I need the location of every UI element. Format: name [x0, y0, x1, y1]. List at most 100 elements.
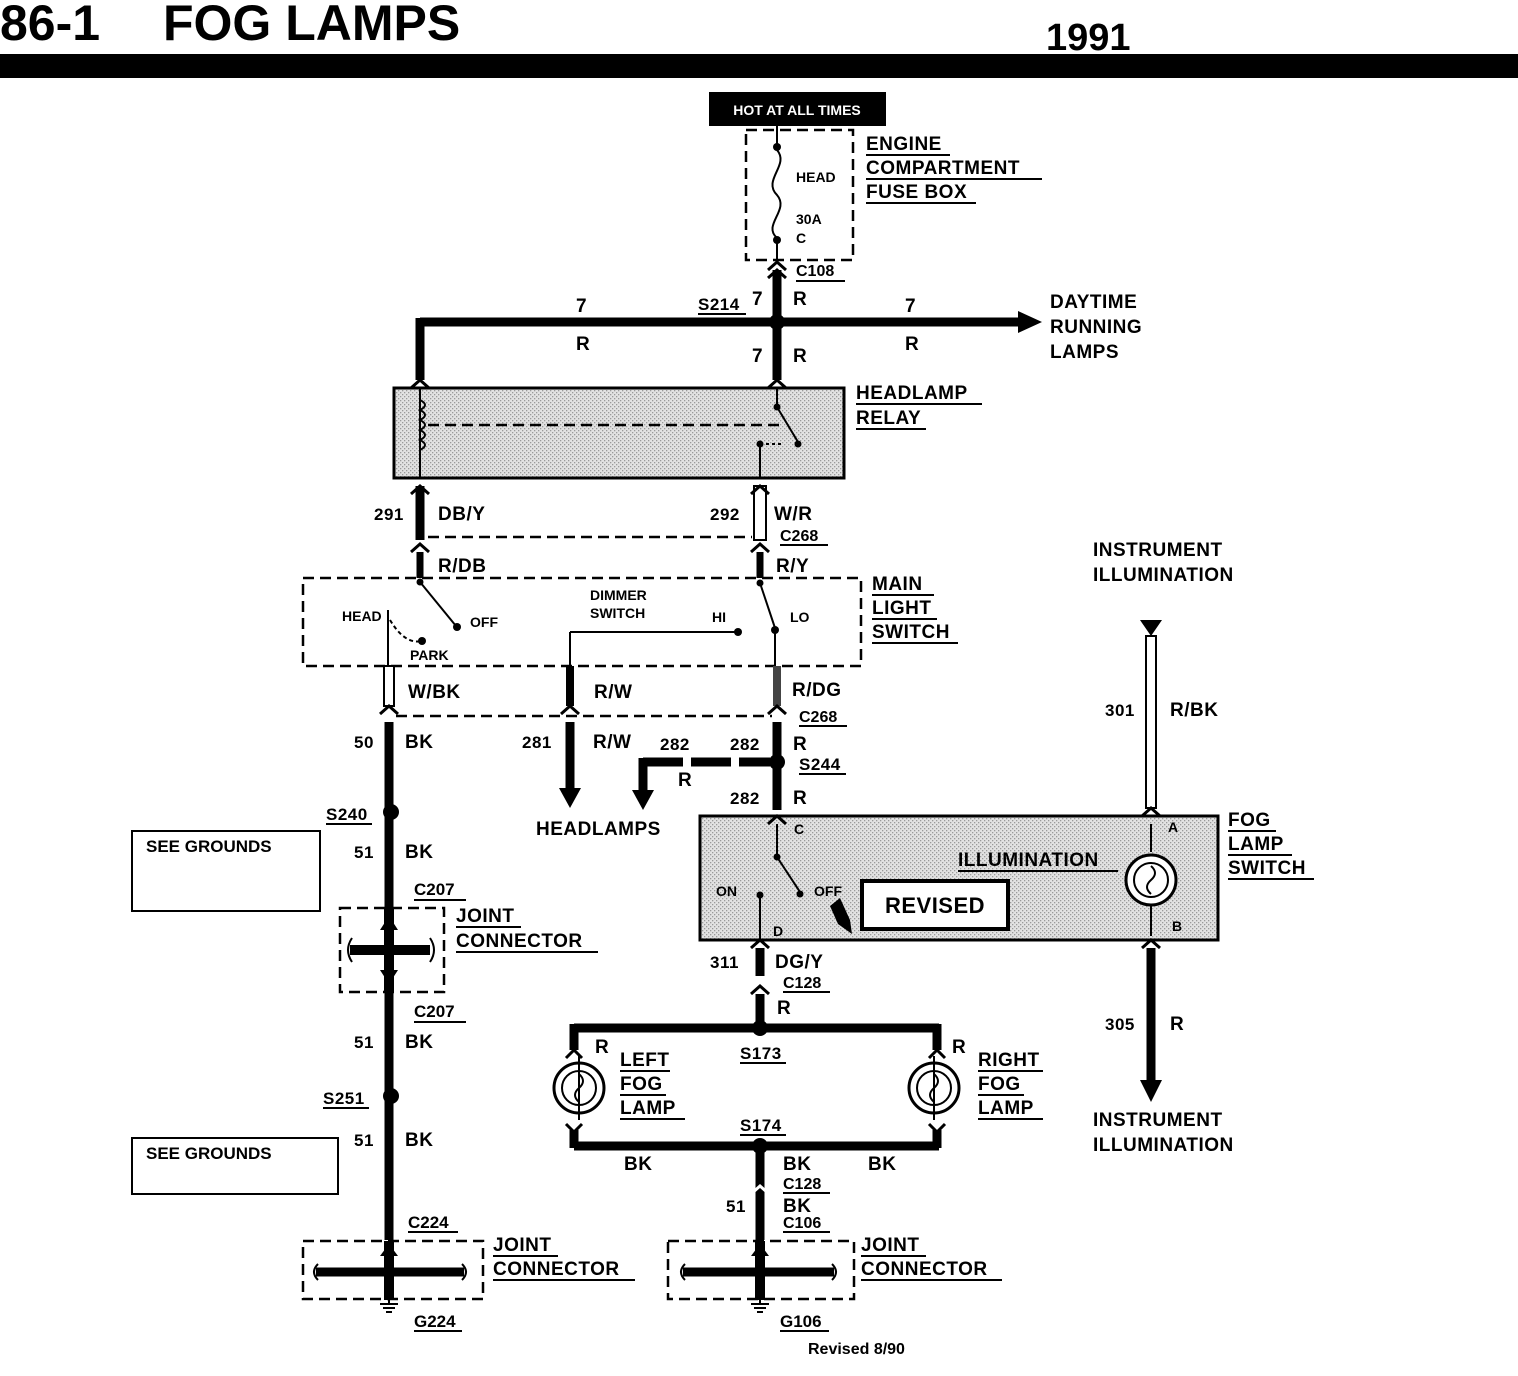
fuse-icon	[771, 126, 782, 262]
fls-label-2: LAMP	[1228, 834, 1284, 855]
wire-301	[1145, 635, 1157, 809]
mls-head-label: HEAD	[342, 608, 382, 624]
right-fog-label-2: FOG	[978, 1074, 1021, 1095]
mls-lo-label: LO	[790, 609, 810, 625]
fuse-box-label-1: ENGINE	[866, 134, 942, 155]
wire-305-color: R	[1170, 1014, 1184, 1035]
wire-311-color: DG/Y	[775, 952, 823, 973]
hot-label: HOT AT ALL TIMES	[733, 102, 861, 118]
c268-upper-label: C268	[780, 528, 818, 545]
fuse-box-label-3: FUSE BOX	[866, 182, 967, 203]
instr-bottom-arrow-icon	[1140, 1080, 1162, 1102]
joint1-label-2: CONNECTOR	[456, 931, 583, 952]
wire-7-fuse-color: R	[793, 289, 807, 310]
mls-dimmer-label-1: DIMMER	[590, 587, 647, 603]
left-fog-label-2: FOG	[620, 1074, 663, 1095]
wire-bk-center-label: BK	[783, 1154, 811, 1175]
s240-label: S240	[326, 805, 368, 824]
model-year: 1991	[1046, 17, 1131, 59]
wire-51d-color: BK	[783, 1196, 811, 1217]
see-grounds-1: SEE GROUNDS	[146, 837, 272, 856]
joint-connector-c207-icon	[347, 908, 435, 992]
wire-bk-right-label: BK	[868, 1154, 896, 1175]
s214-label: S214	[698, 295, 740, 314]
page-title: FOG LAMPS	[163, 0, 460, 51]
relay-connector-pins	[410, 377, 787, 390]
wire-301-color: R/BK	[1170, 700, 1218, 721]
wire-7-left-num: 7	[576, 296, 587, 317]
wire-292	[753, 485, 767, 541]
left-fog-label-3: LAMP	[620, 1098, 676, 1119]
fls-illumination-label: ILLUMINATION	[958, 850, 1099, 871]
wire-wbk-label: W/BK	[408, 682, 461, 703]
c268-lower-label: C268	[799, 709, 837, 726]
wire-wbk	[383, 665, 395, 707]
s251-label: S251	[323, 1089, 365, 1108]
section-number: 86-1	[0, 0, 100, 51]
drl-label-2: RUNNING	[1050, 317, 1142, 338]
dimmer-switch-icon	[569, 579, 779, 666]
wire-51a-color: BK	[405, 842, 433, 863]
c106-label: C106	[783, 1215, 821, 1232]
revision-footer: Revised 8/90	[808, 1341, 905, 1358]
wire-292-num: 292	[710, 505, 740, 524]
mls-park-label: PARK	[410, 647, 449, 663]
mls-label-3: SWITCH	[872, 622, 950, 643]
wire-r-leftlamp-label: R	[595, 1037, 609, 1058]
c207-upper-label: C207	[414, 880, 455, 899]
mls-hi-label: HI	[712, 609, 726, 625]
arrow-282-left-icon	[632, 790, 654, 810]
wire-rdg-label: R/DG	[792, 680, 842, 701]
wire-282-right-color: R	[793, 734, 807, 755]
wire-281-color: R/W	[593, 732, 631, 753]
fls-label-3: SWITCH	[1228, 858, 1306, 879]
joint-connector-c224-icon	[313, 1241, 467, 1300]
wire-282-right-num: 282	[730, 735, 760, 754]
wire-ry-label: R/Y	[776, 556, 809, 577]
wire-51a-num: 51	[354, 843, 374, 862]
joint3-label-1: JOINT	[861, 1235, 919, 1256]
instr-bottom-label-1: INSTRUMENT	[1093, 1110, 1223, 1131]
s174-label: S174	[740, 1116, 782, 1135]
relay-contact-icon	[756, 388, 802, 478]
wire-292-color: W/R	[774, 504, 812, 525]
splice-s244	[769, 754, 785, 770]
wire-7-left-color: R	[576, 334, 590, 355]
headlamp-relay-box	[392, 386, 846, 480]
wire-7-down-num: 7	[752, 346, 763, 367]
joint2-label-2: CONNECTOR	[493, 1259, 620, 1280]
revised-stamp-box	[860, 879, 1010, 931]
right-fog-label-1: RIGHT	[978, 1050, 1040, 1071]
joint-connector-c106-icon	[680, 1241, 837, 1300]
fuse-terminal: C	[796, 230, 806, 246]
relay-label-2: RELAY	[856, 408, 921, 429]
mls-headlamp-switch-icon	[387, 578, 461, 666]
wire-7-down-color: R	[793, 346, 807, 367]
wire-282-down-num: 282	[730, 789, 760, 808]
joint2-label-1: JOINT	[493, 1235, 551, 1256]
splice-s240	[383, 804, 399, 820]
relay-coil-icon	[417, 388, 780, 478]
wire-r-rightlamp-label: R	[952, 1037, 966, 1058]
right-fog-label-3: LAMP	[978, 1098, 1034, 1119]
s173-label: S173	[740, 1044, 782, 1063]
fls-a-label: A	[1168, 819, 1178, 835]
c128-lower-label: C128	[783, 1176, 821, 1193]
fls-off-label: OFF	[814, 883, 842, 899]
instr-top-label-2: ILLUMINATION	[1093, 565, 1234, 586]
instr-top-arrow-icon	[1140, 620, 1162, 636]
left-fog-lamp-icon	[552, 1047, 606, 1120]
mls-label-1: MAIN	[872, 574, 923, 595]
wire-50-num: 50	[354, 733, 374, 752]
relay-label-1: HEADLAMP	[856, 383, 968, 404]
s244-label: S244	[799, 755, 841, 774]
c128-upper-label: C128	[783, 975, 821, 992]
fls-c-label: C	[794, 821, 804, 837]
headlamps-label: HEADLAMPS	[536, 819, 661, 840]
mls-off-label: OFF	[470, 614, 498, 630]
instr-bottom-label-2: ILLUMINATION	[1093, 1135, 1234, 1156]
wire-51c-num: 51	[354, 1131, 374, 1150]
c207-lower-label: C207	[414, 1002, 455, 1021]
hot-at-all-times-box	[709, 92, 886, 126]
g224-label: G224	[414, 1312, 456, 1331]
